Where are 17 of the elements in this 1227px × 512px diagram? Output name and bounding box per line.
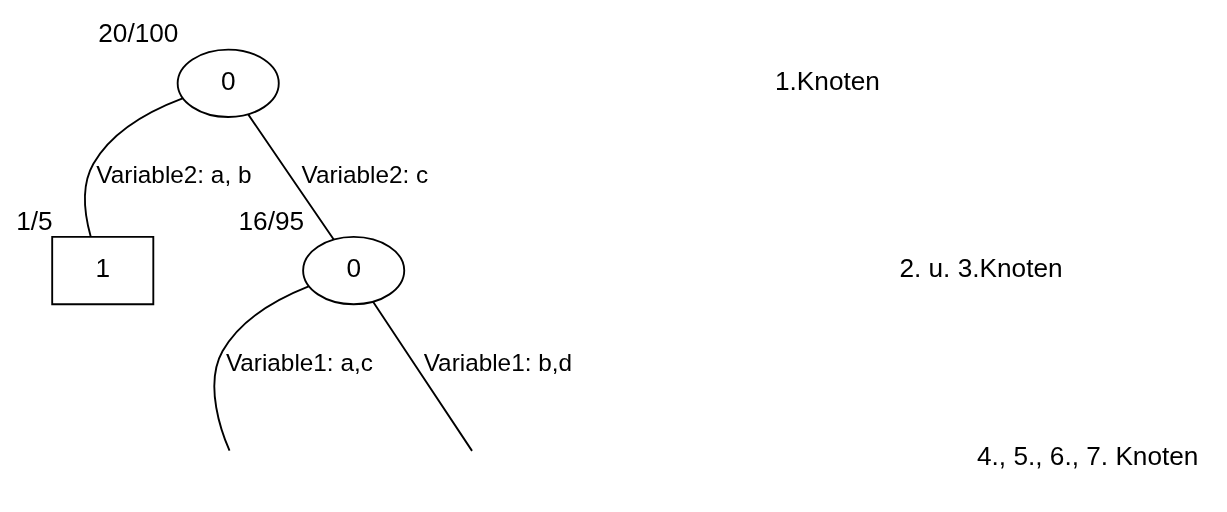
connector — [372, 300, 473, 452]
edge-label: Variable2: c — [301, 160, 429, 188]
connector — [84, 97, 184, 238]
connector — [213, 284, 310, 452]
node-box: 1 — [51, 235, 155, 305]
node-label: 16/95 — [238, 205, 305, 236]
label: 1.Knoten — [774, 65, 880, 96]
node-ellipse: 0 — [302, 235, 406, 305]
node-label: 20/100 — [98, 17, 179, 48]
connector — [247, 113, 335, 240]
label: 4., 5., 6., 7. Knoten — [977, 440, 1199, 471]
edge-label: Variable1: b,d — [423, 348, 573, 376]
label: 2. u. 3.Knoten — [899, 252, 1063, 283]
node-label: 1/5 — [16, 205, 53, 236]
node-ellipse: 0 — [176, 48, 280, 118]
edge-label: Variable1: a,c — [225, 348, 373, 376]
edge-label: Variable2: a, b — [96, 160, 252, 188]
